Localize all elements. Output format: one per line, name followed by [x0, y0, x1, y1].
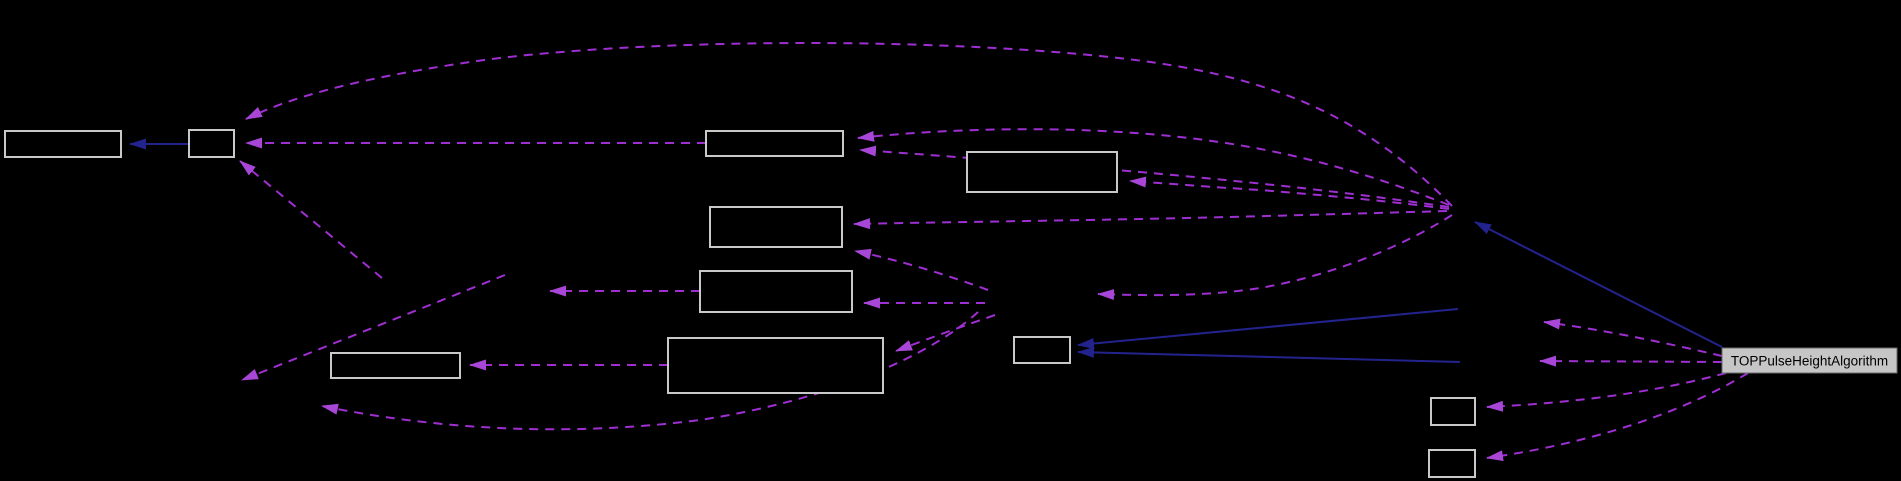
edge-label-to-junction — [1474, 221, 1723, 348]
class-node-a[interactable] — [4, 130, 122, 158]
edge-bottom-arc — [321, 311, 979, 431]
edge-label-to-j — [1486, 372, 1727, 412]
class-node-c[interactable] — [705, 130, 844, 157]
edge-fan-to-c-lower — [859, 145, 1450, 208]
class-node-d[interactable] — [709, 206, 843, 248]
edge-fan-to-d — [853, 210, 1448, 230]
edge-junction2-to-i — [895, 314, 996, 352]
class-node-i[interactable] — [667, 337, 884, 394]
edge-fan-to-c-upper — [857, 128, 1450, 206]
class-node-j[interactable] — [1430, 397, 1476, 426]
class-node-h[interactable] — [330, 352, 461, 379]
edge-n7-to-g — [1077, 346, 1461, 363]
edge-n6-to-g — [1077, 308, 1459, 349]
class-node-k[interactable] — [1428, 449, 1476, 478]
class-node-b[interactable] — [188, 129, 235, 158]
class-node-e[interactable] — [699, 270, 853, 313]
edge-label-to-n6 — [1543, 318, 1723, 357]
class-node-g[interactable] — [1013, 336, 1071, 364]
edge-label-to-n7 — [1539, 355, 1723, 367]
edge-junction-to-junction2 — [1097, 214, 1453, 301]
edge-junction2-to-d-corner — [854, 248, 989, 291]
edge-fan-to-f — [1129, 176, 1450, 210]
class-node-f[interactable] — [966, 151, 1118, 193]
edge-arc-top-to-b — [245, 42, 1453, 207]
current-node-label: TOPPulseHeightAlgorithm — [1731, 353, 1888, 368]
class-node-current[interactable] — [1721, 347, 1898, 374]
